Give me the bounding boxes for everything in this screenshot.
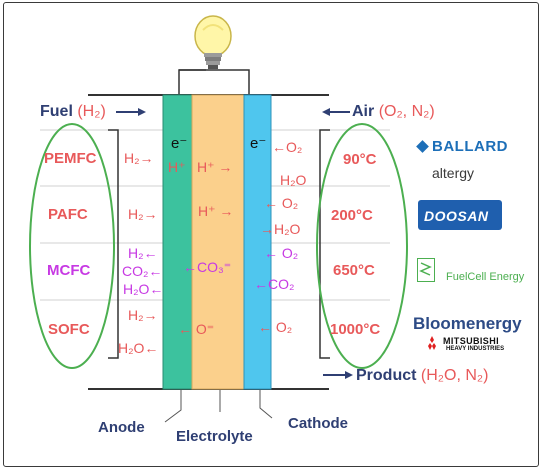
bloom-logo: Bloomenergy — [413, 314, 522, 333]
right-ellipse — [316, 123, 408, 369]
fuelcell-logo: FuelCell Energy — [446, 271, 525, 283]
mitsubishi-diamonds-icon — [428, 336, 436, 350]
row-sofc-anode-h2o: H₂O← — [118, 340, 159, 356]
row-pemfc-anode-in: H₂→ — [124, 150, 154, 166]
fuel-label: Fuel (H₂) — [40, 103, 106, 120]
row-mcfc-cathode-in: ← O₂ — [264, 245, 299, 261]
row-pemfc-anode-out: H⁺ — [168, 159, 186, 175]
row-mcfc-anode-h2o: H₂O← — [123, 281, 164, 297]
row-sofc-cathode-in: ← O₂ — [258, 319, 293, 335]
ballard-logo: BALLARD — [416, 138, 508, 156]
fuelcell-icon — [417, 258, 435, 282]
row-mcfc-cathode-co2: ←CO₂ — [254, 276, 295, 292]
row-pemfc-electrolyte: H⁺ → — [197, 159, 233, 175]
lightbulb-icon — [194, 15, 232, 69]
row-sofc-electrolyte: ← O⁼ — [178, 321, 215, 337]
ballard-diamond-icon — [416, 140, 429, 153]
row-mcfc-temp: 650°C — [333, 262, 375, 279]
row-mcfc-anode-in: H₂← — [128, 245, 158, 261]
mitsubishi-logo: MITSUBISHI — [443, 336, 500, 346]
cathode-label: Cathode — [288, 415, 348, 432]
row-pemfc-temp: 90°C — [343, 151, 377, 168]
product-label: Product (H₂O, N₂) — [356, 367, 489, 384]
row-sofc-temp: 1000°C — [330, 321, 381, 338]
row-pemfc-cathode-out: H₂O — [280, 172, 307, 188]
electron-left: e⁻ — [171, 135, 188, 152]
row-pafc-name: PAFC — [48, 206, 88, 223]
row-pemfc-cathode-in: ←O₂ — [272, 139, 303, 155]
mitsubishi-sub: HEAVY INDUSTRIES — [446, 346, 505, 352]
altergy-logo: altergy — [432, 165, 475, 181]
air-label: Air (O₂, N₂) — [352, 103, 435, 120]
row-sofc-name: SOFC — [48, 321, 90, 338]
row-mcfc-name: MCFC — [47, 262, 91, 279]
row-pafc-temp: 200°C — [331, 207, 373, 224]
row-mcfc-anode-co2: CO₂← — [122, 263, 163, 279]
left-ellipse — [29, 123, 115, 369]
row-sofc-anode-in: H₂→ — [128, 307, 158, 323]
row-mcfc-electrolyte: ←CO₃⁼ — [183, 259, 232, 275]
row-pafc-cathode-out: →H₂O — [260, 221, 301, 237]
row-pafc-electrolyte: H⁺ → — [198, 203, 234, 219]
electron-right: e⁻ — [250, 135, 267, 152]
doosan-logo: DOOSAN — [418, 200, 502, 230]
anode-label: Anode — [98, 419, 145, 436]
row-pemfc-name: PEMFC — [44, 150, 97, 167]
row-pafc-anode-in: H₂→ — [128, 206, 158, 222]
row-pafc-cathode-in: ← O₂ — [264, 195, 299, 211]
electrolyte-label: Electrolyte — [176, 428, 253, 445]
